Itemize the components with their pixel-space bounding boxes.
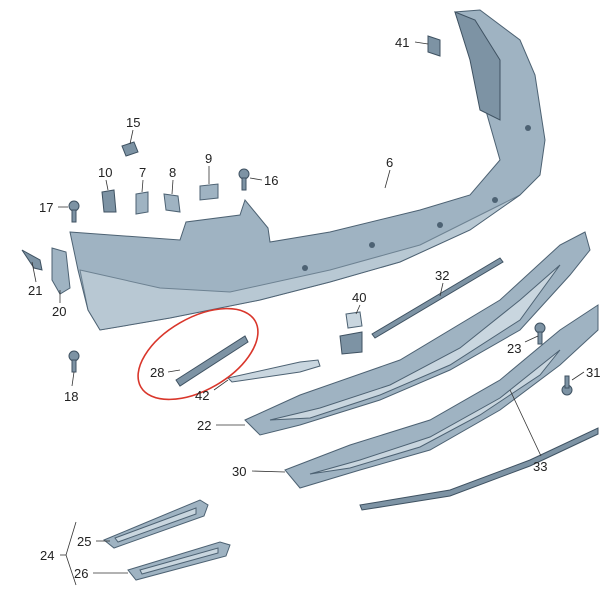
label-41: 41 (395, 35, 409, 50)
label-40: 40 (352, 290, 366, 305)
label-8: 8 (169, 165, 176, 180)
trim-strip-part-28[interactable] (175, 335, 249, 387)
clip-part-21[interactable] (21, 249, 43, 271)
label-21: 21 (28, 283, 42, 298)
clip-part-9[interactable] (199, 183, 219, 201)
screw-part-16[interactable] (238, 168, 250, 191)
label-6: 6 (386, 155, 393, 170)
diffuser-part-22[interactable] (244, 231, 591, 436)
trim-strip-part-33[interactable] (359, 427, 599, 511)
label-9: 9 (205, 151, 212, 166)
screw-part-17[interactable] (68, 200, 80, 223)
label-18: 18 (64, 389, 78, 404)
label-10: 10 (98, 165, 112, 180)
nut-part-15[interactable] (121, 141, 139, 157)
highlight-circle (137, 307, 259, 401)
label-31: 31 (586, 365, 600, 380)
screw-part-18[interactable] (68, 350, 80, 373)
label-16: 16 (264, 173, 278, 188)
label-20: 20 (52, 304, 66, 319)
screw-part-31[interactable] (561, 375, 573, 396)
bracket-part-41[interactable] (427, 35, 441, 57)
reflector-part-42[interactable] (227, 359, 321, 383)
label-26: 26 (74, 566, 88, 581)
label-30: 30 (232, 464, 246, 479)
label-17: 17 (39, 200, 53, 215)
label-22: 22 (197, 418, 211, 433)
screw-part-23[interactable] (534, 322, 546, 345)
leader-lines (31, 41, 585, 586)
clip-part-7[interactable] (135, 191, 149, 215)
grille-part-26[interactable] (127, 541, 231, 581)
bumper-cover-part-6[interactable] (69, 9, 546, 331)
label-33: 33 (533, 459, 547, 474)
bracket-part-20[interactable] (51, 247, 71, 295)
trim-strip-part-32[interactable] (371, 257, 504, 339)
label-15: 15 (126, 115, 140, 130)
label-32: 32 (435, 268, 449, 283)
diffuser-part-30[interactable] (284, 304, 599, 489)
label-28: 28 (150, 365, 164, 380)
label-25: 25 (77, 534, 91, 549)
grille-part-25[interactable] (103, 499, 209, 549)
label-42: 42 (195, 388, 209, 403)
clip-part-10[interactable] (101, 189, 117, 213)
label-24: 24 (40, 548, 54, 563)
clip-part-8[interactable] (163, 193, 181, 213)
label-23: 23 (507, 341, 521, 356)
label-7: 7 (139, 165, 146, 180)
sensor-part-40[interactable] (339, 311, 363, 355)
